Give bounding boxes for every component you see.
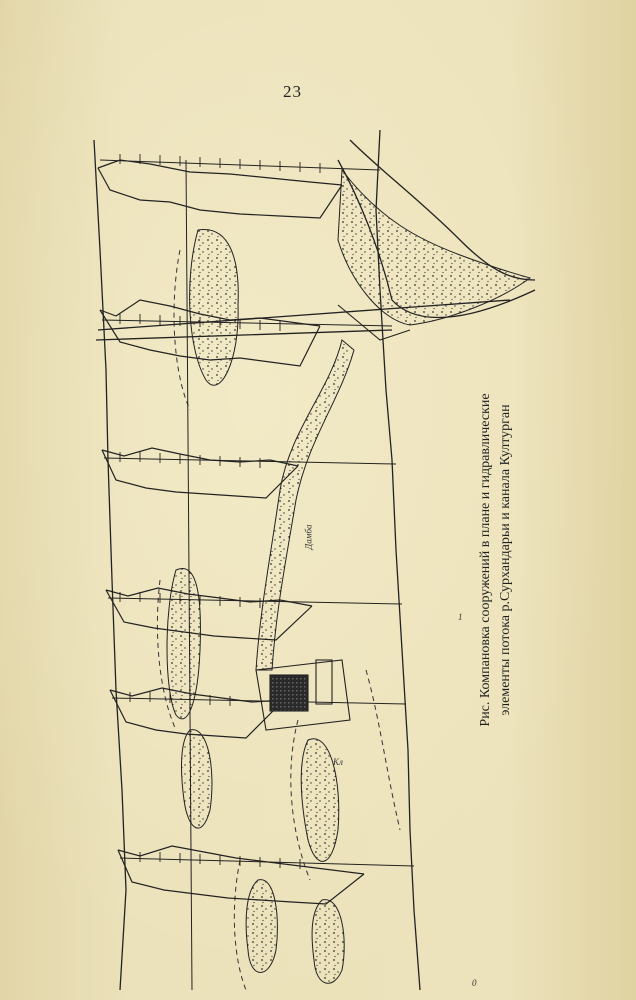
- cross-section-3-bed: [101, 449, 299, 499]
- weir-line: [337, 304, 411, 341]
- caption-line-2: элементы потока р.Сурхандарьи и канала К…: [498, 404, 513, 716]
- hydraulic-structures-plan-figure: Дамба Кл 1 0: [80, 130, 550, 990]
- sand-bar-lower-2: [181, 729, 213, 829]
- cross-section-5: [109, 687, 285, 703]
- sand-bar-upper: [189, 229, 239, 386]
- dashed-outline-middle: [156, 579, 177, 731]
- headworks-building: [269, 674, 309, 712]
- longitudinal-axis: [185, 159, 193, 990]
- caption-line-1: Рис. Компановка сооружений в плане и гид…: [478, 393, 493, 727]
- canal-label: Кл: [333, 757, 343, 767]
- dam-label: Дамба: [303, 524, 314, 550]
- figure-caption: Рис. Компановка сооружений в плане и гид…: [476, 350, 516, 770]
- dashed-outline-upper: [173, 249, 191, 411]
- section-axis-6: [119, 857, 415, 867]
- page-number: 23: [283, 82, 302, 101]
- section-axis-3: [103, 457, 397, 465]
- cross-section-4-bed: [105, 589, 313, 641]
- sand-bar-bottom-2: [311, 899, 345, 984]
- cross-section-1-bed: [97, 167, 343, 219]
- cross-section-4: [105, 587, 313, 607]
- sand-bar-channel: [255, 339, 355, 671]
- dashed-outline-bottom: [233, 859, 247, 990]
- cross-section-2-bed: [99, 309, 321, 367]
- headworks-gate: [315, 659, 333, 705]
- dashed-outline-right: [365, 669, 401, 831]
- station-label-1: 1: [458, 612, 463, 622]
- section-axis-5: [111, 697, 407, 705]
- sand-bar-bottom-1: [245, 879, 278, 973]
- cross-section-6: [117, 845, 365, 875]
- sand-bar-canal: [337, 168, 532, 326]
- sand-bar-middle: [166, 567, 201, 720]
- plan-drawing: [93, 130, 536, 990]
- sand-bar-lower-1: [300, 738, 340, 862]
- left-bank-line: [93, 139, 127, 990]
- cross-section-3: [101, 447, 299, 467]
- dashed-outline-lower: [290, 719, 311, 881]
- cross-section-5-bed: [109, 689, 285, 739]
- station-label-0: 0: [472, 978, 477, 988]
- dam-line-2: [95, 329, 393, 341]
- headworks-wall: [255, 659, 351, 731]
- cross-section-2: [99, 299, 321, 327]
- cross-section-6-bed: [117, 849, 365, 905]
- section-axis-4: [107, 597, 403, 605]
- section-axis-2: [101, 319, 393, 327]
